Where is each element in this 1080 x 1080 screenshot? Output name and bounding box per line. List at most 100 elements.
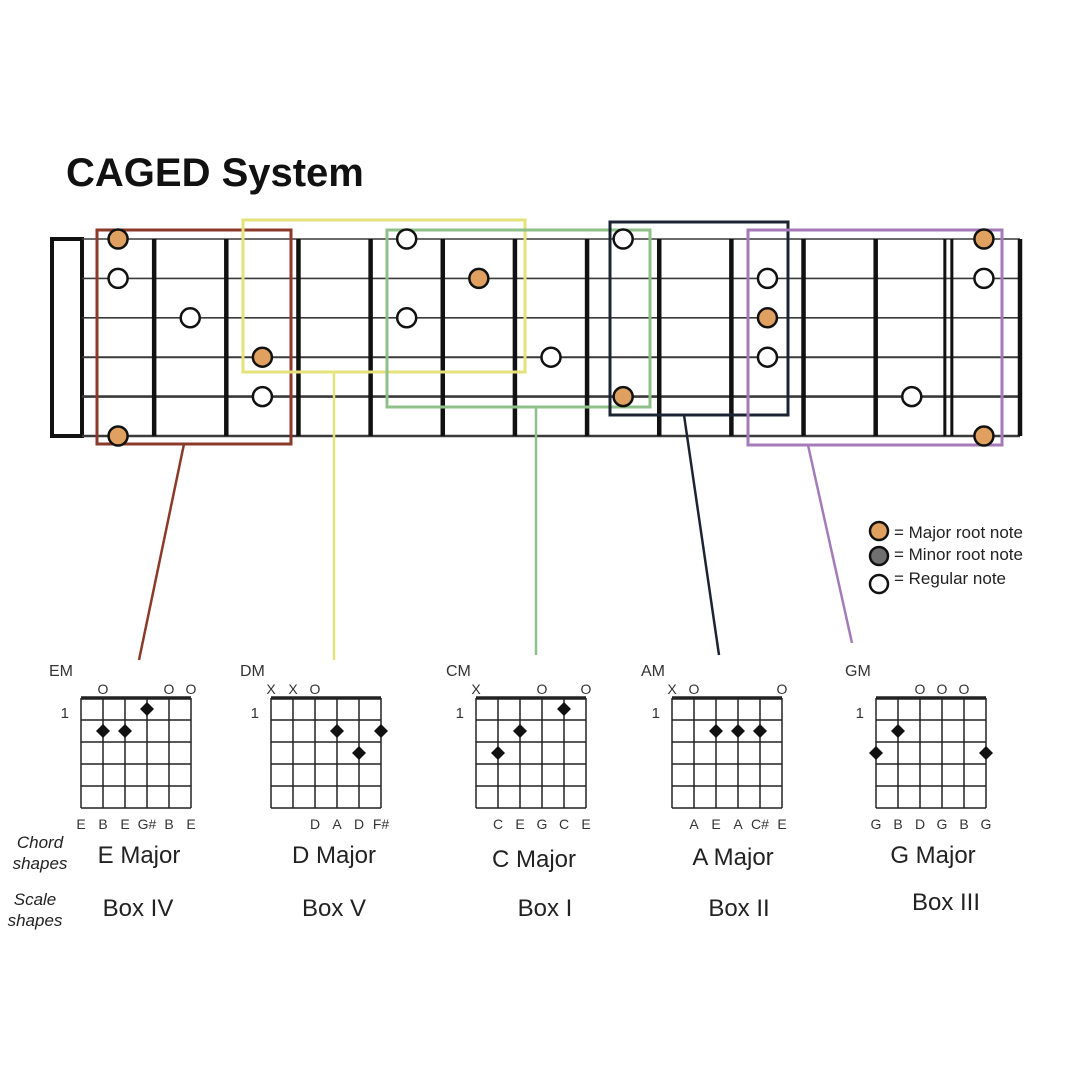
regular-note bbox=[901, 385, 923, 408]
regular-note bbox=[179, 307, 201, 329]
fret-number-label: 1 bbox=[61, 705, 69, 722]
regular-note bbox=[612, 228, 634, 250]
finger-position-dot bbox=[140, 702, 154, 716]
open-string-marker: O bbox=[310, 681, 321, 697]
finger-position-dot bbox=[513, 724, 527, 738]
chord-name-label: AM bbox=[641, 663, 665, 680]
string-note-label: E bbox=[581, 816, 590, 832]
chord-shape-label: C Major bbox=[492, 846, 576, 873]
string-note-label: C# bbox=[751, 816, 769, 832]
finger-position-dot bbox=[96, 724, 110, 738]
chord-shape-label: G Major bbox=[890, 842, 975, 869]
string-note-label: G bbox=[937, 816, 948, 832]
regular-note bbox=[251, 385, 274, 408]
fret-number-label: 1 bbox=[456, 705, 464, 722]
chord-shapes-label-line2: shapes bbox=[13, 854, 68, 873]
fretboard bbox=[50, 237, 1023, 438]
regular-note bbox=[395, 307, 418, 329]
fretboard-nut bbox=[50, 237, 84, 438]
box-iii-outline bbox=[746, 228, 1004, 447]
string-note-label: E bbox=[120, 816, 129, 832]
chord-shape-label: A Major bbox=[692, 844, 773, 871]
fretboard-notes bbox=[107, 228, 995, 447]
string-note-label: C bbox=[559, 816, 569, 832]
finger-position-dot bbox=[753, 724, 767, 738]
major-root-legend-icon bbox=[868, 520, 890, 542]
major-root-note bbox=[107, 228, 129, 250]
major-root-note bbox=[973, 425, 995, 447]
minor-root-legend-icon bbox=[868, 545, 890, 567]
finger-position-dot bbox=[869, 746, 883, 760]
open-string-marker: O bbox=[186, 681, 197, 697]
string-note-label: G# bbox=[138, 816, 157, 832]
fret-number-label: 1 bbox=[251, 705, 259, 722]
major-root-note bbox=[612, 385, 634, 408]
finger-position-dot bbox=[491, 746, 505, 760]
regular-note bbox=[540, 346, 562, 368]
string-note-label: A bbox=[332, 816, 342, 832]
string-note-label: F# bbox=[373, 816, 390, 832]
regular-note bbox=[756, 267, 779, 290]
box-iv-connector bbox=[137, 443, 186, 661]
chord-shape-label: D Major bbox=[292, 842, 376, 869]
box-v-outline bbox=[241, 218, 527, 374]
position-boxes bbox=[95, 218, 1004, 447]
regular-note bbox=[107, 267, 129, 290]
string-note-label: E bbox=[186, 816, 195, 832]
regular-note bbox=[395, 228, 418, 250]
muted-string-marker: X bbox=[266, 681, 276, 697]
finger-position-dot bbox=[709, 724, 723, 738]
muted-string-marker: X bbox=[471, 681, 481, 697]
string-note-label: E bbox=[515, 816, 524, 832]
major-root-note bbox=[107, 425, 129, 447]
finger-position-dot bbox=[979, 746, 993, 760]
string-note-label: G bbox=[981, 816, 992, 832]
chord-name-label: GM bbox=[845, 663, 871, 680]
open-string-marker: O bbox=[937, 681, 948, 697]
row-labels: Chord shapes Scale shapes bbox=[8, 833, 68, 930]
string-note-label: E bbox=[711, 816, 720, 832]
string-note-label: D bbox=[310, 816, 320, 832]
major-root-note bbox=[756, 307, 779, 329]
box-ii-connector bbox=[682, 414, 721, 656]
box-ii-outline bbox=[608, 220, 790, 417]
open-string-marker: O bbox=[537, 681, 548, 697]
scale-shapes-label-line2: shapes bbox=[8, 911, 63, 930]
string-note-label: A bbox=[733, 816, 743, 832]
finger-position-dot bbox=[374, 724, 388, 738]
scale-box-label: Box V bbox=[302, 895, 366, 922]
open-string-marker: O bbox=[915, 681, 926, 697]
finger-position-dot bbox=[352, 746, 366, 760]
scale-box-label: Box I bbox=[518, 895, 573, 922]
string-note-label: E bbox=[76, 816, 85, 832]
open-string-marker: O bbox=[98, 681, 109, 697]
major-root-legend-label: = Major root note bbox=[894, 523, 1023, 542]
finger-position-dot bbox=[330, 724, 344, 738]
open-string-marker: O bbox=[164, 681, 175, 697]
chord-name-label: EM bbox=[49, 663, 73, 680]
regular-note bbox=[973, 267, 995, 290]
open-string-marker: O bbox=[581, 681, 592, 697]
finger-position-dot bbox=[731, 724, 745, 738]
major-root-note bbox=[973, 228, 995, 250]
string-note-label: B bbox=[893, 816, 902, 832]
string-note-label: E bbox=[777, 816, 786, 832]
string-note-label: A bbox=[689, 816, 699, 832]
legend: = Major root note = Minor root note = Re… bbox=[868, 520, 1023, 595]
string-note-label: D bbox=[354, 816, 364, 832]
finger-position-dot bbox=[557, 702, 571, 716]
box-i-outline bbox=[385, 228, 652, 409]
regular-note bbox=[756, 346, 779, 368]
fret-number-label: 1 bbox=[856, 705, 864, 722]
open-string-marker: O bbox=[777, 681, 788, 697]
box-connectors bbox=[137, 372, 854, 661]
box-iii-connector bbox=[806, 444, 854, 644]
string-note-label: B bbox=[959, 816, 968, 832]
major-root-note bbox=[251, 346, 274, 368]
scale-box-label: Box IV bbox=[103, 895, 174, 922]
string-note-label: B bbox=[98, 816, 107, 832]
